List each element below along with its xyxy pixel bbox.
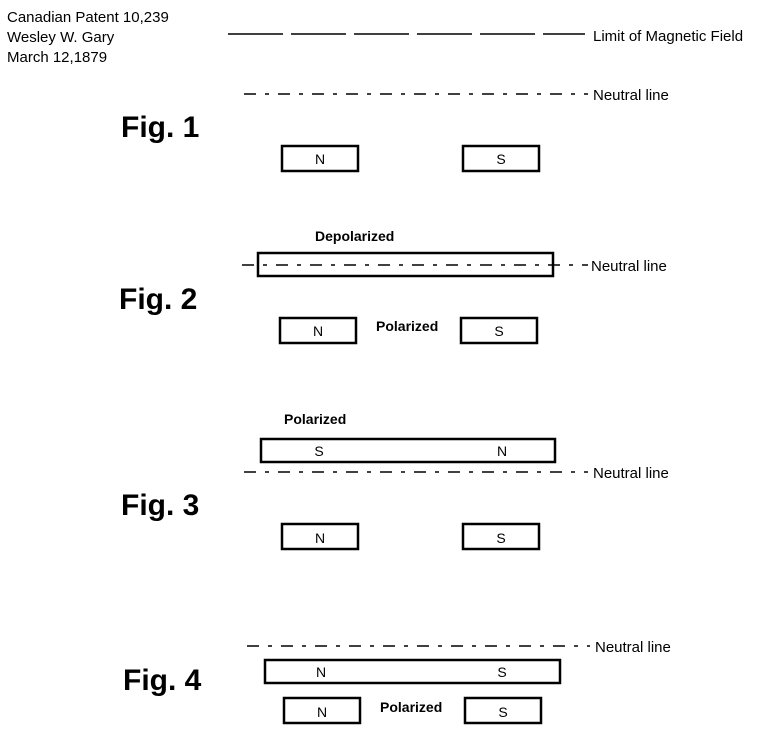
magnet-south: S <box>461 522 541 551</box>
figure-title: Fig. 4 <box>123 664 202 697</box>
magnet-north: N <box>278 316 358 345</box>
bar-state-label: Depolarized <box>315 228 394 244</box>
neutral-line-label: Neutral line <box>591 258 667 275</box>
figure-title: Fig. 1 <box>121 111 199 144</box>
pole-label-north: N <box>497 443 507 459</box>
bar-state-label: Polarized <box>284 411 346 427</box>
pole-label: S <box>498 704 507 720</box>
patent-number: Canadian Patent 10,239 <box>7 9 169 26</box>
polarized-bar: N S <box>263 658 562 685</box>
magnets-state-label: Polarized <box>380 699 442 715</box>
figure-title: Fig. 2 <box>119 283 197 316</box>
pole-label-south: S <box>497 664 506 680</box>
limit-of-field-label: Limit of Magnetic Field <box>593 28 743 45</box>
pole-label: S <box>496 151 505 167</box>
inventor-name: Wesley W. Gary <box>7 29 115 46</box>
magnet-north: N <box>280 522 360 551</box>
magnet-north: N <box>280 144 360 173</box>
magnet-south: S <box>463 696 543 725</box>
pole-label: S <box>496 530 505 546</box>
pole-label-south: S <box>314 443 323 459</box>
pole-label: N <box>315 530 325 546</box>
figure-title: Fig. 3 <box>121 489 199 522</box>
figure-3: Polarized S N Neutral line Fig. 3 N S <box>121 411 669 551</box>
neutral-line-label: Neutral line <box>595 639 671 656</box>
neutral-line-label: Neutral line <box>593 465 669 482</box>
pole-label: N <box>317 704 327 720</box>
neutral-line-label: Neutral line <box>593 87 669 104</box>
figure-2: Depolarized Neutral line Fig. 2 N Polari… <box>119 228 667 345</box>
pole-label: N <box>315 151 325 167</box>
magnet-south: S <box>461 144 541 173</box>
magnets-state-label: Polarized <box>376 318 438 334</box>
pole-label-north: N <box>316 664 326 680</box>
magnet-north: N <box>282 696 362 725</box>
polarized-bar: S N <box>259 437 557 464</box>
patent-header: Canadian Patent 10,239 Wesley W. Gary Ma… <box>7 9 169 66</box>
pole-label: N <box>313 323 323 339</box>
patent-date: March 12,1879 <box>7 49 107 66</box>
magnet-south: S <box>459 316 539 345</box>
limit-of-field-legend: Limit of Magnetic Field <box>228 28 743 45</box>
depolarized-bar <box>256 251 555 278</box>
figure-4: Neutral line N S Fig. 4 N Polarized S <box>123 639 671 725</box>
figure-1: Neutral line Fig. 1 N S <box>121 87 669 173</box>
pole-label: S <box>494 323 503 339</box>
